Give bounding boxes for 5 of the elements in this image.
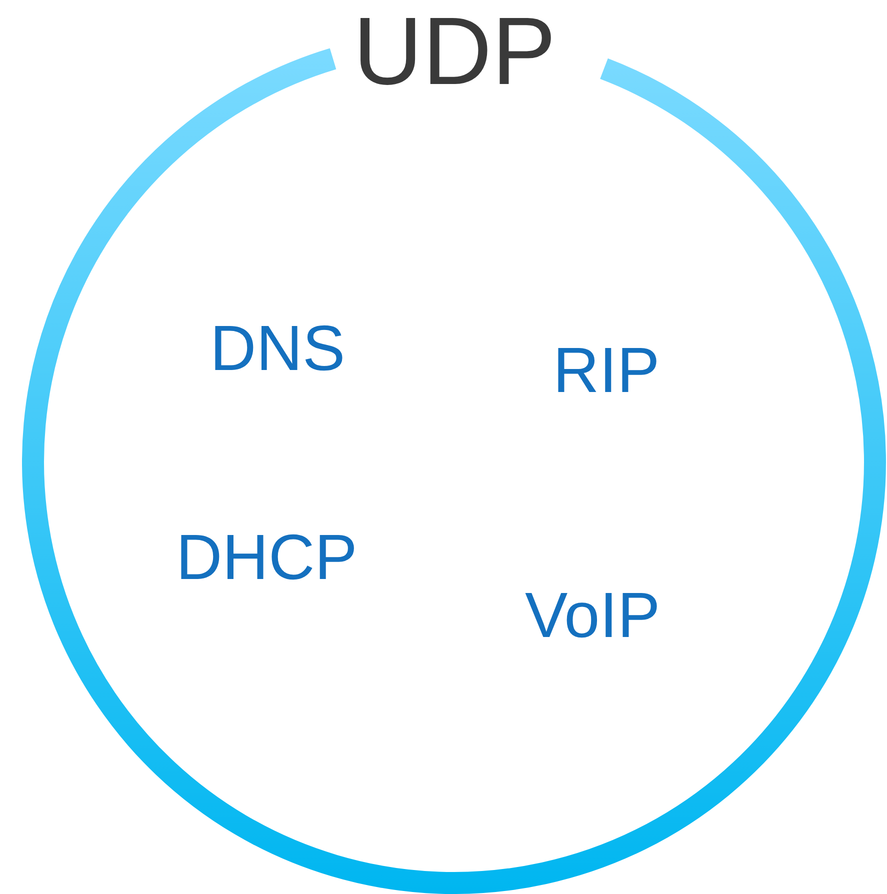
protocol-label: VoIP bbox=[525, 580, 660, 650]
protocol-label: DNS bbox=[210, 313, 346, 384]
protocol-label: DHCP bbox=[176, 522, 358, 592]
protocol-label: RIP bbox=[553, 335, 660, 406]
circle-title: UDP bbox=[353, 2, 556, 103]
